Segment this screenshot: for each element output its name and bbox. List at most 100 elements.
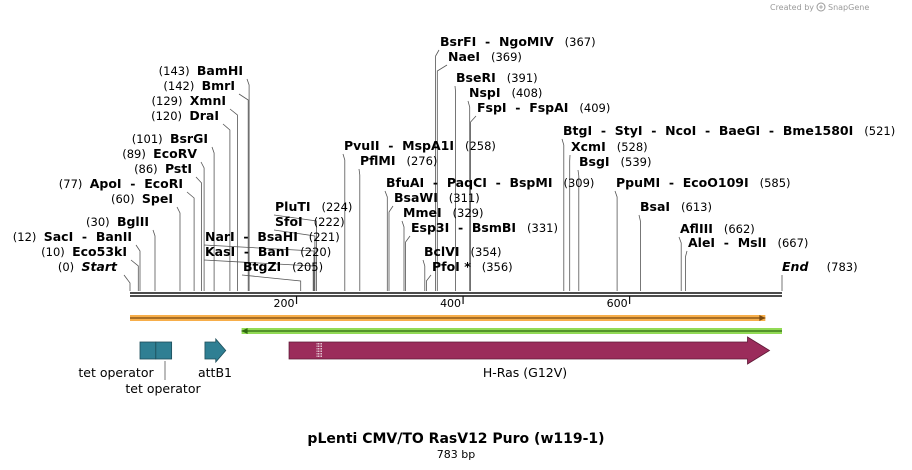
site-label-bmri[interactable]: (142) BmrI [163, 78, 235, 93]
leader-eco53ki [130, 259, 139, 291]
site-label-mmei[interactable]: MmeI (329) [403, 205, 483, 220]
leader-nspi [467, 100, 471, 291]
leader-ecorv [200, 161, 205, 291]
leader-kasi [203, 259, 314, 291]
leader-afliii [678, 236, 682, 291]
tick-label-200: 200 [274, 297, 295, 310]
site-label-afliii[interactable]: AflIII (662) [680, 221, 755, 236]
site-label-psti[interactable]: (86) PstI [134, 161, 192, 176]
site-label-pfoi[interactable]: PfoI * (356) [432, 259, 513, 274]
site-label-bseri[interactable]: BseRI (391) [456, 70, 538, 85]
site-label-bamhi[interactable]: (143) BamHI [159, 63, 243, 78]
site-label-esp3i[interactable]: Esp3I - BsmBI (331) [411, 220, 558, 235]
leader-pluti [273, 214, 317, 291]
leader-alei [685, 250, 688, 291]
leader-pflmi [358, 168, 361, 291]
dna-backbone [130, 292, 782, 297]
site-label-eco53ki[interactable]: (10) Eco53kI [41, 244, 127, 259]
leader-bsrfi [435, 49, 440, 291]
leader-bsrgi [211, 146, 215, 291]
feature-h-ras[interactable] [288, 336, 771, 365]
site-label-fspi[interactable]: FspI - FspAI (409) [477, 100, 610, 115]
terminus-end: End (783) [782, 259, 858, 274]
site-label-xmni[interactable]: (129) XmnI [152, 93, 226, 108]
leader-bsawi [388, 205, 394, 291]
leader-pfoi [426, 274, 432, 291]
feature-tet-operator-1[interactable] [139, 341, 157, 360]
leader-mmei [401, 220, 405, 291]
site-label-pvuii[interactable]: PvuII - MspA1I (258) [344, 138, 496, 153]
plasmid-length: 783 bp [437, 448, 475, 461]
site-label-btgzi[interactable]: BtgZI (205) [243, 259, 323, 274]
feature-label-attb1: attB1 [198, 365, 232, 380]
terminus-start: (0) Start [58, 259, 118, 274]
feature-tet-operator-2[interactable] [155, 341, 173, 360]
site-label-pflmi[interactable]: PflMI (276) [360, 153, 437, 168]
orange-lane[interactable] [130, 315, 766, 321]
site-label-nari[interactable]: NarI - BsaHI (221) [205, 229, 340, 244]
site-label-btgi[interactable]: BtgI - StyI - NcoI - BaeGI - Bme1580I (5… [563, 123, 895, 138]
feature-label-tet-operator-1: tet operator [78, 365, 154, 380]
leader-sfoi [273, 229, 316, 291]
site-label-bsawi[interactable]: BsaWI (311) [394, 190, 480, 205]
leader-nari [203, 244, 315, 291]
leader-esp3i [405, 235, 411, 291]
leader-bsai [638, 214, 641, 291]
site-label-bglii[interactable]: (30) BglII [86, 214, 149, 229]
site-label-bsai[interactable]: BsaI (613) [640, 199, 712, 214]
leader-saci [135, 244, 141, 291]
orf-lanes [130, 315, 782, 334]
leader-btgi [561, 138, 565, 291]
leader-bmri [238, 93, 249, 291]
leader-fspi [470, 115, 477, 291]
leader-ppumi [614, 190, 618, 291]
site-label-saci[interactable]: (12) SacI - BanII [13, 229, 132, 244]
leader-bseri [454, 85, 456, 291]
feature-attb1[interactable] [204, 337, 227, 364]
site-label-kasi[interactable]: KasI - BanI (220) [205, 244, 331, 259]
site-label-bfuai[interactable]: BfuAI - PaqCI - BspMI (309) [386, 175, 594, 190]
leader-lines [123, 49, 783, 291]
site-label-xcmi[interactable]: XcmI (528) [571, 139, 648, 154]
snapgene-brand: SnapGene [828, 3, 869, 12]
site-label-apoi[interactable]: (77) ApoI - EcoRI [59, 176, 183, 191]
leader-psti [195, 176, 202, 291]
site-label-bclvi[interactable]: BclVI (354) [424, 244, 501, 259]
site-label-bsgi[interactable]: BsgI (539) [579, 154, 651, 169]
leader-pvuii [342, 153, 346, 291]
snapgene-logo-icon [816, 2, 826, 12]
leader-bamhi [246, 78, 250, 291]
site-label-naei[interactable]: NaeI (369) [448, 49, 522, 64]
site-label-bsrgi[interactable]: (101) BsrGI [132, 131, 208, 146]
site-label-sfoi[interactable]: SfoI (222) [275, 214, 345, 229]
site-label-drai[interactable]: (120) DraI [151, 108, 219, 123]
restriction-site-labels: (10) Eco53kI(12) SacI - BanII(30) BglII (… [13, 34, 895, 274]
leader-apoi [186, 191, 195, 291]
site-label-nspi[interactable]: NspI (408) [469, 85, 542, 100]
plasmid-title: pLenti CMV/TO RasV12 Puro (w119-1) [307, 431, 604, 447]
ruler-ticks: 200 400 600 [274, 296, 631, 310]
site-label-pluti[interactable]: PluTI (224) [275, 199, 352, 214]
site-label-spei[interactable]: (60) SpeI [111, 191, 173, 206]
site-label-bsrfi[interactable]: BsrFI - NgoMIV (367) [440, 34, 596, 49]
leader-btgzi [241, 274, 302, 291]
site-label-ppumi[interactable]: PpuMI - EcoO109I (585) [616, 175, 791, 190]
leader-xmni [229, 108, 238, 291]
leader-naei [436, 64, 448, 291]
tick-label-400: 400 [440, 297, 461, 310]
tick-label-600: 600 [607, 297, 628, 310]
leader-bsgi [577, 169, 580, 291]
leader-bglii [152, 229, 156, 291]
leader-bfuai [384, 190, 388, 291]
site-label-alei[interactable]: AleI - MslI (667) [688, 235, 808, 250]
green-lane[interactable] [241, 328, 782, 334]
feature-label-h-ras: H-Ras (G12V) [483, 365, 567, 380]
feature-label-tet-operator-2: tet operator [125, 381, 201, 396]
site-label-ecorv[interactable]: (89) EcoRV [122, 146, 197, 161]
created-by-label: Created by [770, 3, 814, 12]
leader-bclvi [422, 259, 426, 291]
leader-drai [222, 123, 231, 291]
leader-spei [176, 206, 181, 291]
